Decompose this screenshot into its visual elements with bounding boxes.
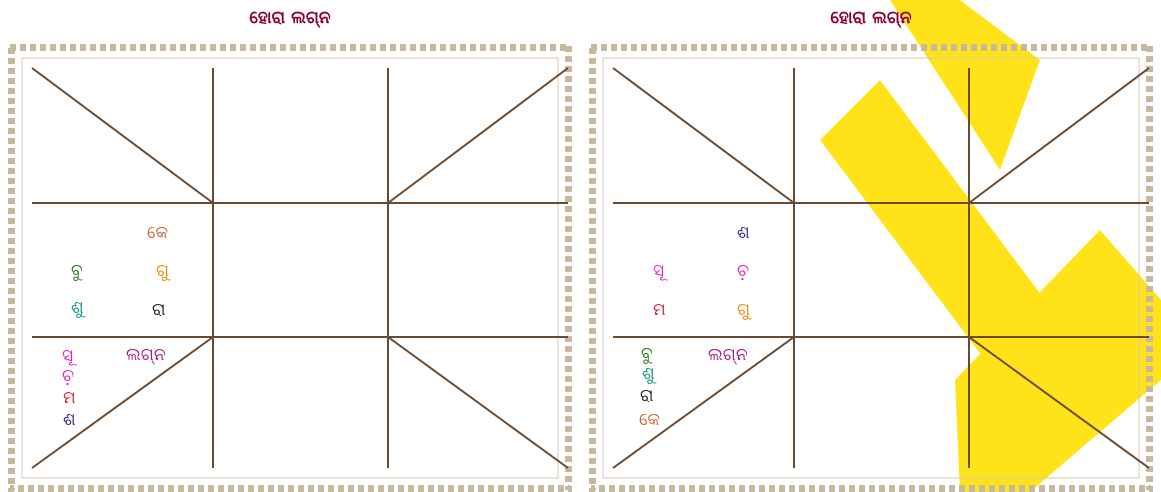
- planet-surya: ସୂ: [653, 262, 664, 280]
- lagna-label: ଲଗ୍ନ: [126, 346, 166, 364]
- planet-mangala: ମ: [653, 301, 666, 319]
- planet-ketu: କେ: [639, 411, 660, 429]
- planet-shukra: ଶୁ: [642, 365, 655, 383]
- planet-shukra: ଶୁ: [71, 299, 84, 317]
- horoscope-chart-right: ହୋରା ଲଗ୍ନ ଶ ସୂ ଚ଼ ମ ଗୁ ବୁ ଲଗ୍ନ ଶୁ ରା କେ: [581, 0, 1161, 492]
- chart-frame: [589, 44, 1153, 492]
- planet-surya: ସୂ: [62, 347, 73, 365]
- planet-guru: ଗୁ: [737, 301, 750, 319]
- lagna-label: ଲଗ୍ନ: [708, 346, 748, 364]
- planet-budha: ବୁ: [71, 262, 83, 280]
- planet-mangala: ମ: [63, 389, 76, 407]
- chart-grid: [613, 68, 1149, 468]
- chart-title: ହୋରା ଲଗ୍ନ: [581, 8, 1161, 28]
- planet-guru: ଗୁ: [156, 262, 169, 280]
- chart-frame: [8, 44, 572, 492]
- planet-chandra: ଚ଼: [62, 367, 74, 385]
- planet-chandra: ଚ଼: [737, 262, 749, 280]
- planet-shani: ଶ: [737, 224, 750, 242]
- planet-rahu: ରା: [640, 387, 654, 405]
- horoscope-chart-left: ହୋରା ଲଗ୍ନ କେ ବୁ ଗୁ ଶୁ ରା ସୂ ଲଗ୍ନ ଚ଼ ମ ଶ: [0, 0, 580, 492]
- planet-rahu: ରା: [152, 301, 166, 319]
- planet-ketu: କେ: [147, 224, 168, 242]
- planet-budha: ବୁ: [641, 345, 653, 363]
- planet-shani: ଶ: [63, 411, 76, 429]
- chart-title: ହୋରା ଲଗ୍ନ: [0, 8, 580, 28]
- chart-grid: [32, 68, 568, 468]
